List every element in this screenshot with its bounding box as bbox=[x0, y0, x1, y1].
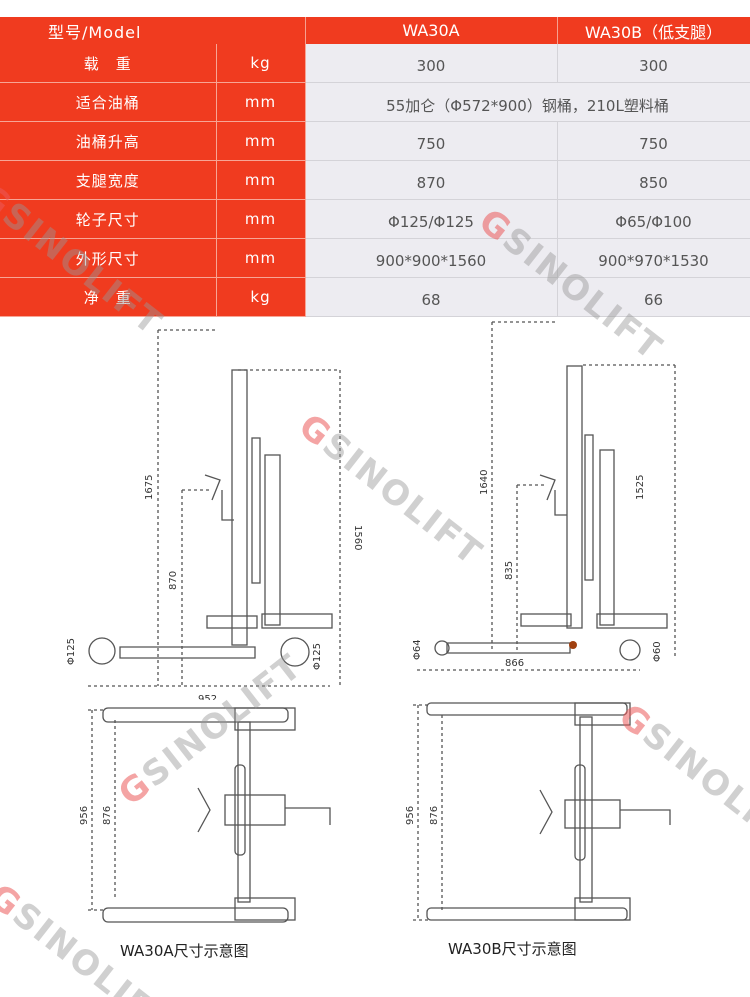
dim-width-outer: 956 bbox=[79, 806, 90, 825]
dim-front-wheel: Φ125 bbox=[66, 638, 77, 665]
dim-mast-height: 1525 bbox=[635, 475, 646, 500]
value-b: 300 bbox=[557, 44, 750, 83]
row-label: 外形尺寸 bbox=[0, 238, 217, 278]
wa30b-side-drawing: 1640 835 1525 Φ64 Φ60 866 bbox=[412, 321, 676, 671]
table-row: 载 重 kg 300 300 bbox=[0, 44, 750, 83]
dim-width-inner: 876 bbox=[102, 806, 113, 825]
dim-rear-wheel: Φ125 bbox=[312, 643, 323, 670]
value-b: Φ65/Φ100 bbox=[557, 199, 750, 239]
value-b: 66 bbox=[557, 277, 750, 317]
value-a: 68 bbox=[305, 277, 558, 317]
table-row: 油桶升高 mm 750 750 bbox=[0, 121, 750, 161]
value-merged: 55加仑（Φ572*900）钢桶，210L塑料桶 bbox=[305, 82, 750, 122]
table-header: 型号/Model WA30A WA30B（低支腿） bbox=[0, 17, 750, 44]
wa30a-top-drawing: 956 876 bbox=[79, 707, 331, 923]
wa30a-side-drawing: 1675 870 1560 Φ125 Φ125 952 bbox=[66, 329, 363, 700]
dim-length: 866 bbox=[505, 658, 524, 669]
wa30b-top-drawing: 956 876 bbox=[405, 702, 671, 921]
value-b: 750 bbox=[557, 121, 750, 161]
row-unit: kg bbox=[216, 44, 306, 83]
row-unit: mm bbox=[216, 199, 306, 239]
dim-overall-height: 1640 bbox=[479, 470, 490, 495]
wa30b-caption: WA30B尺寸示意图 bbox=[448, 940, 577, 958]
col-wa30b-header: WA30B（低支腿） bbox=[557, 17, 750, 44]
dim-overall-height: 1675 bbox=[144, 475, 155, 500]
row-label: 油桶升高 bbox=[0, 121, 217, 161]
model-header: 型号/Model bbox=[0, 17, 306, 44]
value-a: 900*900*1560 bbox=[305, 238, 558, 278]
row-label: 载 重 bbox=[0, 44, 217, 83]
dim-width-inner: 876 bbox=[429, 806, 440, 825]
value-a: 870 bbox=[305, 160, 558, 200]
dim-lift-height: 870 bbox=[168, 571, 179, 590]
value-a: 300 bbox=[305, 44, 558, 83]
spec-table: 型号/Model WA30A WA30B（低支腿） 载 重 kg 300 300… bbox=[0, 17, 750, 317]
wa30a-caption: WA30A尺寸示意图 bbox=[120, 942, 249, 960]
col-wa30a-header: WA30A bbox=[305, 17, 558, 44]
row-unit: mm bbox=[216, 238, 306, 278]
table-row: 轮子尺寸 mm Φ125/Φ125 Φ65/Φ100 bbox=[0, 199, 750, 239]
row-label: 轮子尺寸 bbox=[0, 199, 217, 239]
dim-width-outer: 956 bbox=[405, 806, 416, 825]
row-label: 适合油桶 bbox=[0, 82, 217, 122]
dim-length: 952 bbox=[198, 694, 217, 700]
value-a: 750 bbox=[305, 121, 558, 161]
value-b: 900*970*1530 bbox=[557, 238, 750, 278]
row-unit: mm bbox=[216, 121, 306, 161]
row-unit: mm bbox=[216, 160, 306, 200]
dim-mast-height: 1560 bbox=[352, 525, 363, 550]
row-label: 净 重 bbox=[0, 277, 217, 317]
dim-lift-height: 835 bbox=[504, 561, 515, 580]
table-row: 适合油桶 mm 55加仑（Φ572*900）钢桶，210L塑料桶 bbox=[0, 82, 750, 122]
row-label: 支腿宽度 bbox=[0, 160, 217, 200]
row-unit: mm bbox=[216, 82, 306, 122]
table-row: 外形尺寸 mm 900*900*1560 900*970*1530 bbox=[0, 238, 750, 278]
dim-rear-wheel: Φ60 bbox=[652, 641, 663, 662]
row-unit: kg bbox=[216, 277, 306, 317]
table-row: 净 重 kg 68 66 bbox=[0, 277, 750, 317]
table-row: 支腿宽度 mm 870 850 bbox=[0, 160, 750, 200]
value-a: Φ125/Φ125 bbox=[305, 199, 558, 239]
dim-front-wheel: Φ64 bbox=[412, 639, 423, 660]
value-b: 850 bbox=[557, 160, 750, 200]
